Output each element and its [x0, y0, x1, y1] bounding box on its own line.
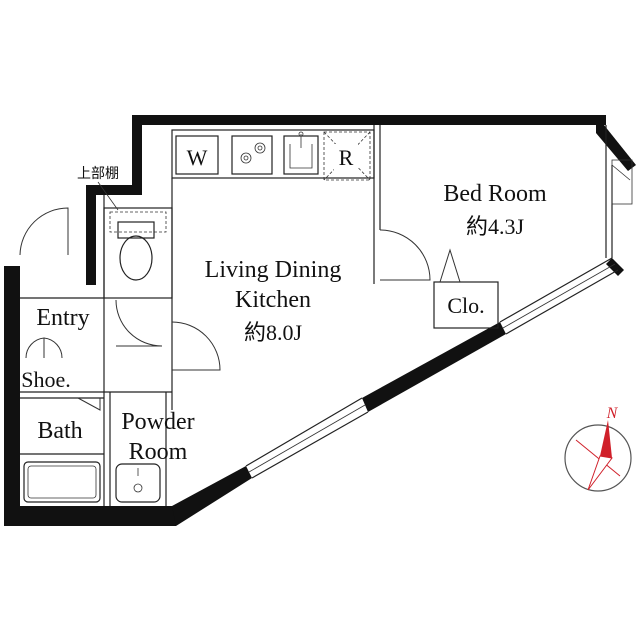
powder-label-line1: Powder [121, 409, 194, 435]
toilet-icon [117, 221, 155, 281]
ldk-label-line2: Kitchen [235, 287, 311, 313]
compass-icon: N [564, 405, 632, 492]
washbasin-icon [115, 463, 161, 503]
diagonal-windows [245, 257, 619, 479]
washer-icon: W [175, 135, 219, 175]
washer-label: W [187, 145, 208, 170]
shoe-cabinet-icon [25, 337, 63, 359]
stove-icon [231, 135, 273, 175]
upper-shelf-label: 上部棚 [77, 166, 119, 182]
interior-walls [20, 125, 499, 506]
refrigerator-icon: R [323, 131, 371, 181]
bed-room-label: Bed Room [443, 181, 547, 207]
compass-north-label: N [606, 405, 619, 422]
closet-label: Clo. [447, 293, 484, 318]
room-labels: Bed Room 約4.3J Living Dining Kitchen 約8.… [21, 166, 547, 465]
ldk-label-line1: Living Dining [205, 257, 342, 283]
bed-room-size: 約4.3J [466, 214, 525, 239]
powder-label-line2: Room [129, 439, 188, 465]
refrigerator-label: R [339, 145, 354, 170]
doors [19, 164, 631, 411]
right-wall [605, 125, 633, 258]
entry-label: Entry [36, 305, 89, 331]
bathtub-icon [23, 461, 101, 503]
ldk-size: 約8.0J [244, 320, 303, 345]
sink-icon [283, 131, 319, 175]
shoe-label: Shoe. [21, 367, 71, 392]
bath-label: Bath [37, 418, 82, 444]
